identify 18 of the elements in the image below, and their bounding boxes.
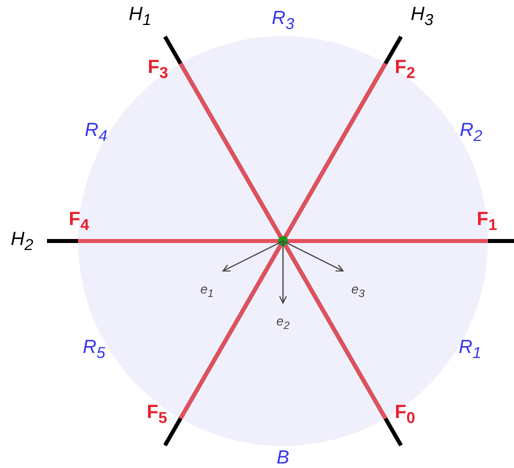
region-label: R$_{3}$: [272, 9, 294, 33]
hyperplane-label: H$_{1}$: [128, 5, 152, 29]
vector-label: e$_{1}$: [200, 282, 214, 300]
region-label: R$_{4}$: [84, 121, 108, 145]
face-label: F$_{3}$: [148, 58, 168, 82]
vector-label: e$_{3}$: [351, 282, 365, 300]
hyperplane-label: H$_{3}$: [410, 5, 434, 29]
face-label: F$_{5}$: [146, 403, 168, 427]
region-label: R$_{2}$: [460, 121, 482, 145]
face-label: F$_{1}$: [476, 210, 498, 234]
face-label: F$_{2}$: [394, 58, 416, 82]
hyperplane-label: H$_{2}$: [10, 230, 34, 254]
set-label: B: [276, 448, 290, 468]
face-label: F$_{4}$: [68, 210, 90, 234]
region-label: R$_{1}$: [458, 338, 482, 362]
face-label: F$_{0}$: [394, 403, 416, 427]
region-label: R$_{5}$: [82, 338, 106, 362]
vector-label: e$_{2}$: [276, 314, 290, 332]
